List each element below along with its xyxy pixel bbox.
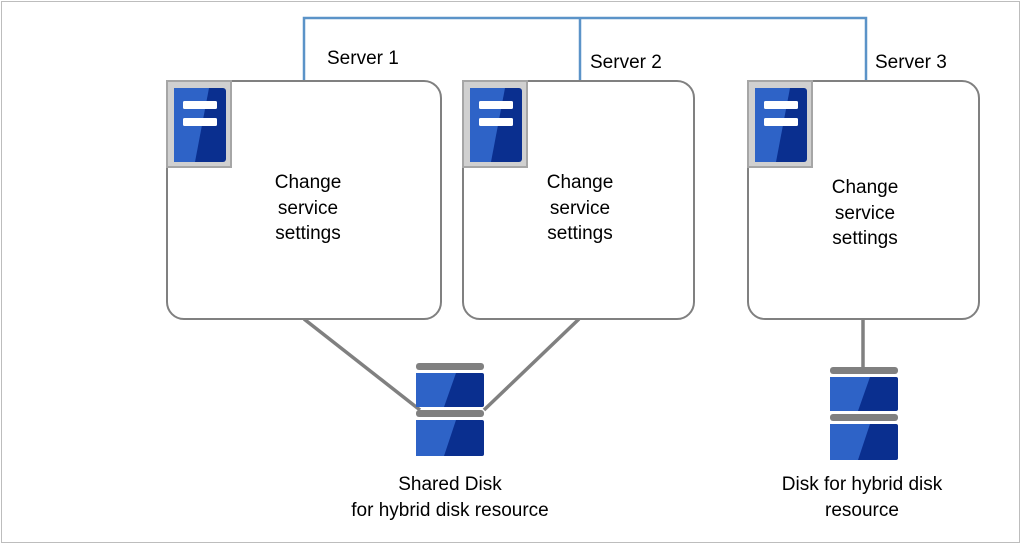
hybrid-disk-icon — [830, 367, 898, 460]
server-icon — [747, 80, 813, 168]
server-2-task: Change service settings — [490, 170, 670, 247]
caption-line: Disk for hybrid disk — [781, 474, 943, 495]
server-icon — [166, 80, 232, 168]
task-line: service — [549, 197, 611, 219]
task-line: Change — [274, 172, 342, 193]
caption-line: Shared Disk — [398, 474, 502, 495]
server-1-task: Change service settings — [218, 170, 398, 247]
caption-line: for hybrid disk resource — [351, 499, 549, 521]
network-line — [302, 16, 868, 80]
server-2-label: Server 2 — [590, 52, 662, 73]
disk-link-server-2 — [482, 317, 581, 412]
task-line: Change — [546, 172, 614, 193]
disk-link-server-1 — [302, 317, 422, 412]
server-3-label: Server 3 — [875, 52, 947, 73]
shared-disk-caption: Shared Disk for hybrid disk resource — [300, 472, 600, 523]
task-line: settings — [275, 223, 341, 244]
task-line: service — [277, 197, 339, 219]
server-1-label: Server 1 — [327, 48, 399, 69]
hybrid-disk-caption: Disk for hybrid disk resource — [742, 472, 982, 523]
task-line: settings — [547, 223, 613, 244]
task-line: settings — [832, 228, 898, 249]
caption-line: resource — [825, 499, 899, 521]
task-line: service — [834, 202, 896, 224]
server-icon — [462, 80, 528, 168]
server-3-task: Change service settings — [775, 175, 955, 252]
task-line: Change — [831, 177, 899, 198]
shared-disk-icon — [416, 363, 484, 456]
